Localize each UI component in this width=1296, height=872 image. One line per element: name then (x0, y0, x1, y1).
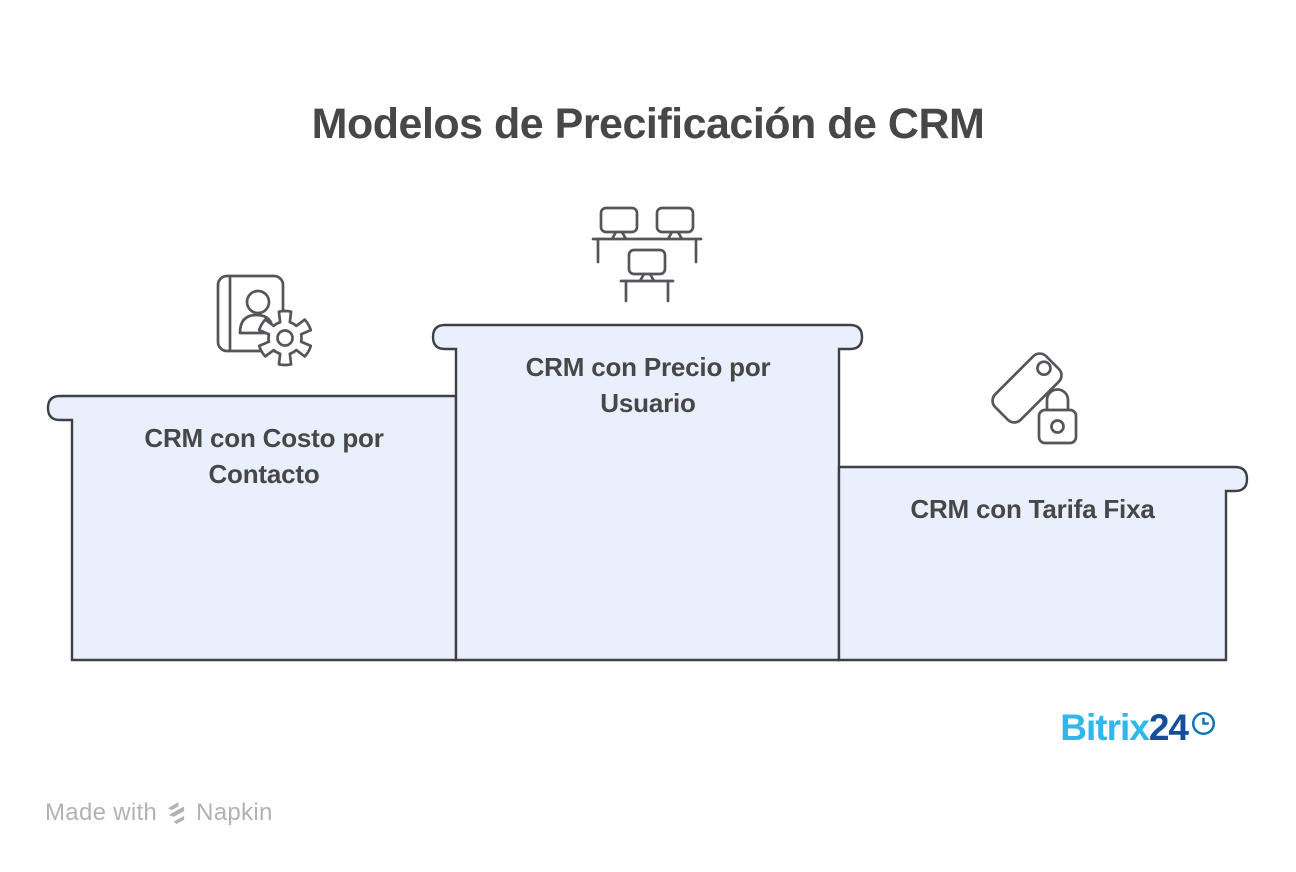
price-tag-lock-icon (983, 348, 1083, 453)
podium-box-costo-contacto (46, 394, 458, 662)
label-line: CRM con Costo por (144, 423, 384, 453)
label-line: CRM con Precio por (525, 352, 771, 382)
napkin-logo-icon (168, 801, 185, 824)
podium-label-costo-contacto: CRM con Costo por Contacto (72, 420, 456, 492)
page-title: Modelos de Precificación de CRM (311, 100, 985, 148)
label-line: Contacto (208, 459, 320, 489)
podium-box-tarifa-fixa (837, 465, 1249, 662)
label-line: Usuario (600, 388, 696, 418)
clock-icon (1191, 711, 1216, 736)
bitrix24-text-dark: 24 (1148, 707, 1189, 748)
watermark-brand-text: Napkin (196, 799, 273, 826)
bitrix24-text-light: Bitrix (1060, 707, 1150, 748)
contact-book-gear-icon (213, 268, 315, 375)
napkin-watermark: Made with Napkin (45, 799, 273, 827)
podium-label-tarifa-fixa: CRM con Tarifa Fixa (839, 491, 1226, 527)
watermark-text-prefix: Made with (45, 799, 158, 826)
label-line: CRM con Tarifa Fixa (910, 494, 1155, 524)
podium-label-precio-usuario: CRM con Precio por Usuario (457, 349, 839, 421)
workstations-icon (590, 198, 705, 308)
